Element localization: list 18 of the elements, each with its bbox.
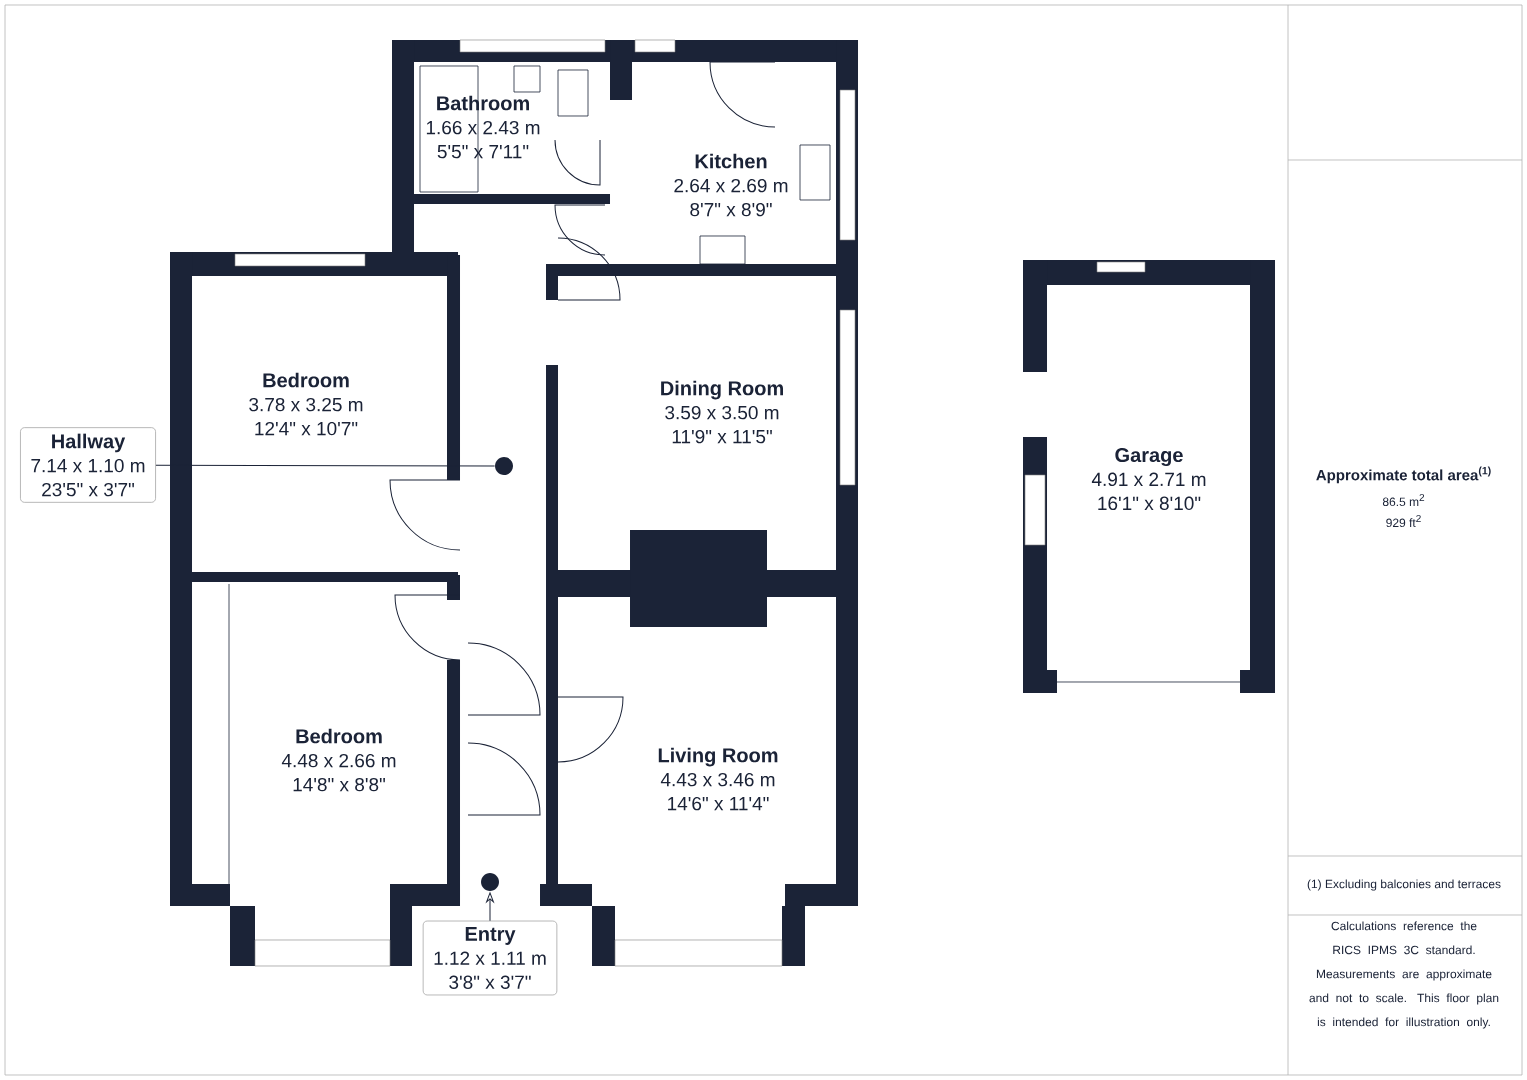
area-value: 86.5 m$^{2}$ [1382,493,1425,507]
room-label: Bathroom 1.66 x 2.43 m 5'5" x 7'11" [426,95,540,159]
room-label: Kitchen 2.64 x 2.69 m 8'7" x 8'9" [674,153,788,217]
room-label: Bedroom 3.78 x 3.25 m 12'4" x 10'7" [249,372,363,436]
footnote: (1) Excluding balconies and terraces [1307,879,1501,891]
area-heading: Approximate total area$^{(1)}$ [1316,466,1491,484]
disclaimer-note: Calculations reference the RICS IPMS 3C standard. Measurements are approximate and not to scale. This floor plan is intended for illustration only. [1309,921,1499,1029]
marker-dot [481,873,499,891]
room-label-box: Hallway 7.14 x 1.10 m 23'5" x 3'7" [20,427,156,503]
leader-line [486,892,494,922]
room-label-box: Entry 1.12 x 1.11 m 3'8" x 3'7" [422,920,558,996]
room-label: Living Room 4.43 x 3.46 m 14'6" x 11'4" [658,747,778,811]
room-label: Garage 4.91 x 2.71 m 16'1" x 8'10" [1091,447,1206,511]
room-label: Bedroom 4.48 x 2.66 m 14'8" x 8'8" [281,728,396,792]
room-label: Dining Room 3.59 x 3.50 m 11'9" x 11'5" [661,380,783,444]
area-value: 929 ft$^{2}$ [1386,514,1421,528]
leader-line [155,464,496,467]
marker-dot [495,457,513,475]
